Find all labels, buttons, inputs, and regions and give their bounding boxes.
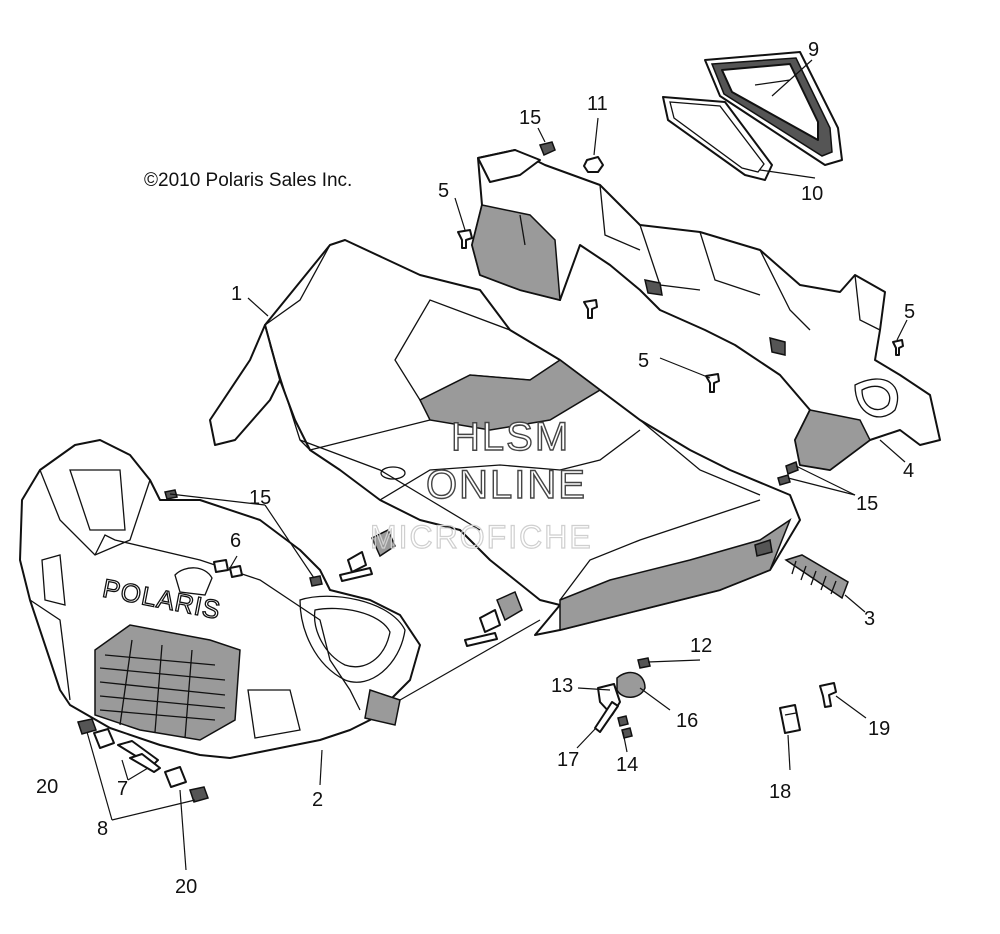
part-nut-20-b bbox=[189, 786, 209, 803]
part-fastener-6-a bbox=[213, 559, 229, 573]
part-screw-15-mid bbox=[309, 575, 323, 587]
part-bezel bbox=[704, 51, 843, 166]
callout-4: 4 bbox=[903, 460, 914, 482]
callout-16: 16 bbox=[676, 710, 698, 732]
callout-18: 18 bbox=[769, 781, 791, 803]
part-rivet-5-a bbox=[457, 229, 473, 249]
leader-lines bbox=[86, 59, 908, 871]
watermark-line-2: ONLINE bbox=[426, 463, 587, 507]
callout-17: 17 bbox=[557, 749, 579, 771]
part-clip-18 bbox=[779, 704, 801, 734]
part-bracket-mid-b bbox=[479, 609, 501, 633]
callout-8: 8 bbox=[97, 818, 108, 840]
callout-7: 7 bbox=[117, 778, 128, 800]
callouts: 1 2 3 4 5 5 5 6 7 8 9 10 11 12 13 14 15 … bbox=[36, 39, 915, 898]
part-bolt-mid-b bbox=[464, 632, 498, 647]
copyright-notice: ©2010 Polaris Sales Inc. bbox=[144, 170, 352, 191]
part-rivet-5-c bbox=[705, 373, 720, 393]
part-spacer-8-a bbox=[93, 728, 115, 749]
callout-10: 10 bbox=[801, 183, 823, 205]
part-screw-15-right-a bbox=[785, 460, 799, 476]
callout-5-right: 5 bbox=[904, 301, 915, 323]
callout-6: 6 bbox=[230, 530, 241, 552]
watermark-line-1: HLSM bbox=[451, 415, 570, 459]
callout-15-right: 15 bbox=[856, 493, 878, 515]
callout-15-top: 15 bbox=[519, 107, 541, 129]
part-rivet-5-b bbox=[583, 299, 598, 319]
part-bracket-mid-a bbox=[347, 551, 367, 573]
part-fastener-6-b bbox=[229, 565, 243, 578]
part-bolt-mid-a bbox=[339, 567, 373, 582]
hardware-group bbox=[77, 141, 904, 803]
part-bolt-17 bbox=[594, 701, 619, 733]
callout-1: 1 bbox=[231, 283, 242, 305]
part-screw-15-right-b bbox=[777, 474, 791, 486]
part-rivet-5-d bbox=[892, 339, 904, 356]
part-nut-11 bbox=[583, 156, 604, 173]
part-screw-19 bbox=[819, 682, 837, 708]
callout-5-left: 5 bbox=[438, 180, 449, 202]
callout-14: 14 bbox=[616, 754, 638, 776]
callout-12: 12 bbox=[690, 635, 712, 657]
part-front-cab: POLARIS bbox=[19, 439, 421, 759]
part-nut-20-a bbox=[77, 718, 97, 735]
watermark-line-3: MICROFICHE bbox=[370, 519, 593, 555]
part-screw-14-a bbox=[617, 715, 629, 727]
part-bolt-7-b bbox=[129, 753, 161, 773]
part-hood bbox=[209, 239, 801, 636]
callout-13: 13 bbox=[551, 675, 573, 697]
callout-11: 11 bbox=[587, 93, 608, 115]
callout-2: 2 bbox=[312, 789, 323, 811]
part-bushing-mid-a bbox=[371, 528, 396, 558]
part-dash-panel bbox=[471, 149, 941, 471]
part-bushing-mid-b bbox=[496, 590, 523, 622]
callout-20-bottom: 20 bbox=[175, 876, 197, 898]
callout-20-left: 20 bbox=[36, 776, 58, 798]
part-lens bbox=[662, 96, 773, 181]
part-bushing-16 bbox=[616, 671, 646, 698]
watermark: HLSM ONLINE MICROFICHE bbox=[369, 414, 593, 555]
part-spacer-8-b bbox=[164, 766, 187, 788]
callout-19: 19 bbox=[868, 718, 890, 740]
part-nut-12 bbox=[637, 657, 651, 669]
callout-5-middle: 5 bbox=[638, 350, 649, 372]
callout-15-left: 15 bbox=[249, 487, 271, 509]
part-screw-15-top bbox=[538, 141, 556, 157]
callout-3: 3 bbox=[864, 608, 875, 630]
callout-9: 9 bbox=[808, 39, 819, 61]
